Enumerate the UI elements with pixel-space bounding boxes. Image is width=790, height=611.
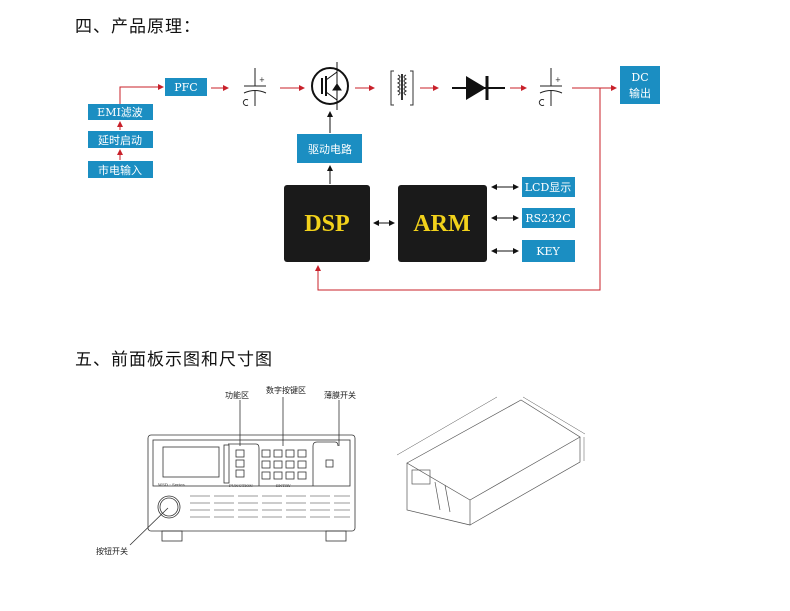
front-panel-drawing <box>129 397 356 546</box>
keypad-area-label: 数字按键区 <box>266 385 306 395</box>
svg-text:驱动电路: 驱动电路 <box>308 143 352 156</box>
svg-text:ARM: ARM <box>413 211 470 237</box>
entry-label: ENTRY <box>276 483 291 488</box>
svg-text:输出: 输出 <box>629 86 651 100</box>
function-area-label: 功能区 <box>225 390 249 400</box>
heading-principle: 四、产品原理： <box>75 17 201 37</box>
svg-text:DC: DC <box>631 71 648 84</box>
membrane-switch-label: 薄膜开关 <box>324 390 356 400</box>
arm-chip: ARM <box>398 185 487 262</box>
driver-circuit-box: 驱动电路 <box>297 134 362 163</box>
diode-icon <box>452 76 505 100</box>
button-switch-label: 按钮开关 <box>96 546 128 556</box>
svg-text:DSP: DSP <box>304 211 349 237</box>
svg-text:RS232C: RS232C <box>525 212 570 225</box>
feedback-line <box>315 88 601 291</box>
svg-text:PFC: PFC <box>174 81 197 94</box>
entry-keys <box>261 449 307 480</box>
emi-filter-box: EMI滤波 <box>88 104 153 120</box>
svg-text:+: + <box>259 76 265 84</box>
igbt-icon <box>311 62 349 110</box>
svg-text:LCD显示: LCD显示 <box>525 181 572 194</box>
svg-text:+: + <box>555 76 561 84</box>
mains-input-box: 市电输入 <box>88 161 153 178</box>
function-keys <box>235 449 245 478</box>
pfc-box: PFC <box>165 78 207 96</box>
svg-text:KEY: KEY <box>536 245 560 258</box>
svg-text:延时启动: 延时启动 <box>98 134 142 147</box>
brand-label: WSD - Series <box>158 482 185 487</box>
delay-start-box: 延时启动 <box>88 131 153 148</box>
svg-text:市电输入: 市电输入 <box>98 163 142 177</box>
heading-front-panel: 五、前面板示图和尺寸图 <box>75 350 273 370</box>
lcd-display-box: LCD显示 <box>522 177 575 197</box>
function-label: FUNCTION <box>229 483 253 488</box>
capacitor-icon: + <box>242 68 267 106</box>
dsp-chip: DSP <box>284 185 370 262</box>
dc-output-box: DC 输出 <box>620 66 660 104</box>
rs232c-box: RS232C <box>522 208 575 228</box>
capacitor-icon: + <box>538 68 563 106</box>
transformer-icon <box>390 70 414 106</box>
isometric-dimension-drawing <box>396 396 586 526</box>
svg-text:EMI滤波: EMI滤波 <box>97 106 143 119</box>
key-box: KEY <box>522 240 575 262</box>
